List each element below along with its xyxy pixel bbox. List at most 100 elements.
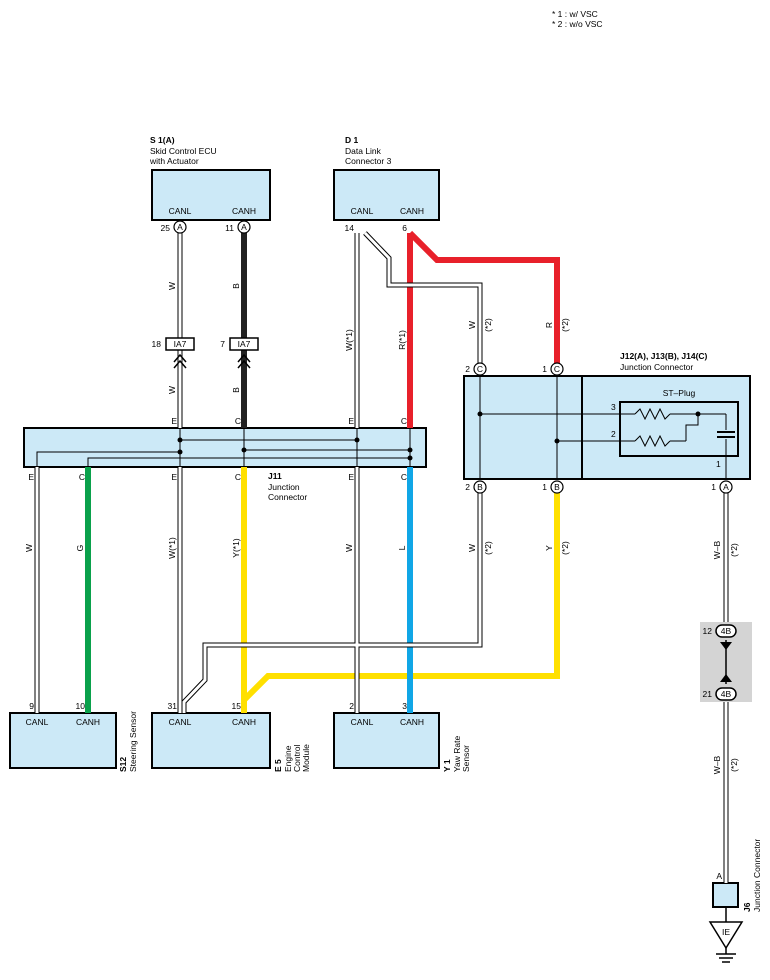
internal-bus-lines bbox=[36, 376, 735, 479]
j12-junction-connector-box bbox=[463, 375, 751, 480]
wire-label: W bbox=[24, 544, 34, 552]
wire-label: W bbox=[467, 544, 477, 552]
svg-text:IA7: IA7 bbox=[174, 339, 187, 349]
j14-pin-2: 2 bbox=[465, 364, 470, 374]
j12-code: J12(A), J13(B), J14(C) bbox=[620, 351, 708, 361]
skid-control-ecu-box bbox=[151, 169, 271, 221]
s1-name-2: with Actuator bbox=[149, 156, 199, 166]
j6-pin-a: A bbox=[716, 871, 722, 881]
j11-pin-e: E bbox=[348, 472, 354, 482]
j6-code: J6 bbox=[742, 902, 752, 912]
j11-name: Junction bbox=[268, 482, 300, 492]
y1-pin-3: 3 bbox=[402, 701, 407, 711]
wire-label: W(*1) bbox=[167, 537, 177, 559]
j14-conn-letter: C bbox=[554, 364, 560, 374]
s12-pin-9: 9 bbox=[29, 701, 34, 711]
inline-connector-ia7-left: IA7 bbox=[165, 337, 195, 369]
data-link-connector-box bbox=[333, 169, 440, 221]
wire-note: (*2) bbox=[729, 758, 739, 772]
d1-pin-6: 6 bbox=[402, 223, 407, 233]
s1-canh-conn-icon bbox=[237, 220, 251, 234]
wire-label: R bbox=[544, 322, 554, 328]
s1-conn-letter: A bbox=[241, 222, 247, 232]
s1-name: Skid Control ECU bbox=[150, 146, 217, 156]
wire-note: (*2) bbox=[483, 318, 493, 332]
d1-canl-label: CANL bbox=[351, 206, 374, 216]
j11-pin-e: E bbox=[28, 472, 34, 482]
s12-code: S12 bbox=[118, 757, 128, 772]
s12-pin-10: 10 bbox=[76, 701, 86, 711]
st-plug-label: ST–Plug bbox=[663, 388, 696, 398]
wire-note: (*2) bbox=[729, 543, 739, 557]
d1-code: D 1 bbox=[345, 135, 359, 145]
s1-code: S 1(A) bbox=[150, 135, 175, 145]
e5-name: Engine bbox=[283, 745, 293, 772]
ground-icon bbox=[716, 948, 736, 963]
e5-canl-label: CANL bbox=[169, 717, 192, 727]
y1-code: Y 1 bbox=[442, 759, 452, 772]
wire-label: W–B bbox=[712, 755, 722, 774]
e5-code: E 5 bbox=[273, 759, 283, 772]
splice-4b-top bbox=[715, 624, 737, 638]
ground-triangle-icon bbox=[708, 921, 744, 950]
e5-pin-31: 31 bbox=[168, 701, 178, 711]
j13-pin1-conn-icon bbox=[550, 480, 564, 494]
j11-code: J11 bbox=[268, 471, 282, 481]
splice-pin-top: 12 bbox=[703, 626, 713, 636]
splice-4b-bottom bbox=[715, 687, 737, 701]
y1-pin-2: 2 bbox=[349, 701, 354, 711]
yaw-rate-sensor-box bbox=[333, 712, 440, 769]
svg-text:IA7: IA7 bbox=[238, 339, 251, 349]
d1-name: Data Link bbox=[345, 146, 382, 156]
y1-canl-label: CANL bbox=[351, 717, 374, 727]
e5-pin-15: 15 bbox=[232, 701, 242, 711]
splice-pin-bottom: 21 bbox=[703, 689, 713, 699]
wire-label: W bbox=[167, 386, 177, 394]
j13-pin2-conn-icon bbox=[473, 480, 487, 494]
note-2: * 2 : w/o VSC bbox=[552, 19, 603, 29]
j12-conn-letter: A bbox=[723, 482, 729, 492]
j11-pin-e: E bbox=[171, 472, 177, 482]
splice-label-top: 4B bbox=[721, 626, 732, 636]
note-1: * 1 : w/ VSC bbox=[552, 9, 598, 19]
st-plug-pin-2: 2 bbox=[611, 429, 616, 439]
wire-label: B bbox=[231, 283, 241, 289]
d1-pin-14: 14 bbox=[345, 223, 355, 233]
junction-dots bbox=[177, 411, 701, 461]
y1-name-2: Sensor bbox=[461, 745, 471, 772]
wire-label: Y bbox=[544, 545, 554, 551]
s12-canl-label: CANL bbox=[26, 717, 49, 727]
wire-label: W bbox=[344, 544, 354, 552]
s1-conn-letter: A bbox=[177, 222, 183, 232]
st-plug-box bbox=[619, 401, 739, 457]
j13-pin-1: 1 bbox=[542, 482, 547, 492]
s12-name: Steering Sensor bbox=[128, 711, 138, 772]
j12-pin-1: 1 bbox=[711, 482, 716, 492]
splice-arrow-icon bbox=[720, 642, 732, 682]
e5-name-3: Module bbox=[301, 744, 311, 772]
wire-note: (*2) bbox=[560, 541, 570, 555]
j12-name: Junction Connector bbox=[620, 362, 693, 372]
y1-name: Yaw Rate bbox=[452, 736, 462, 772]
j6-name: Junction Connector bbox=[752, 839, 762, 912]
j6-junction-connector-box bbox=[712, 882, 739, 908]
j11-pin-c: C bbox=[401, 416, 407, 426]
j11-pin-c: C bbox=[401, 472, 407, 482]
wire-label: W bbox=[167, 282, 177, 290]
j14-pin1-conn-icon bbox=[550, 362, 564, 376]
d1-canh-label: CANH bbox=[400, 206, 424, 216]
wire-label: Y(*1) bbox=[231, 538, 241, 558]
ia7-pin-7: 7 bbox=[220, 339, 225, 349]
wire-note: (*2) bbox=[483, 541, 493, 555]
wire-label: R(*1) bbox=[397, 330, 407, 350]
j11-pin-c: C bbox=[235, 416, 241, 426]
splice-label-bottom: 4B bbox=[721, 689, 732, 699]
wire-label: L bbox=[397, 545, 407, 550]
j11-pin-e: E bbox=[171, 416, 177, 426]
steering-sensor-box bbox=[9, 712, 117, 769]
s1-canh-label: CANH bbox=[232, 206, 256, 216]
yellow-wire-e5-j13 bbox=[241, 487, 560, 713]
engine-control-module-box bbox=[151, 712, 271, 769]
ia7-pin-18: 18 bbox=[152, 339, 162, 349]
wire-label: W–B bbox=[712, 540, 722, 559]
